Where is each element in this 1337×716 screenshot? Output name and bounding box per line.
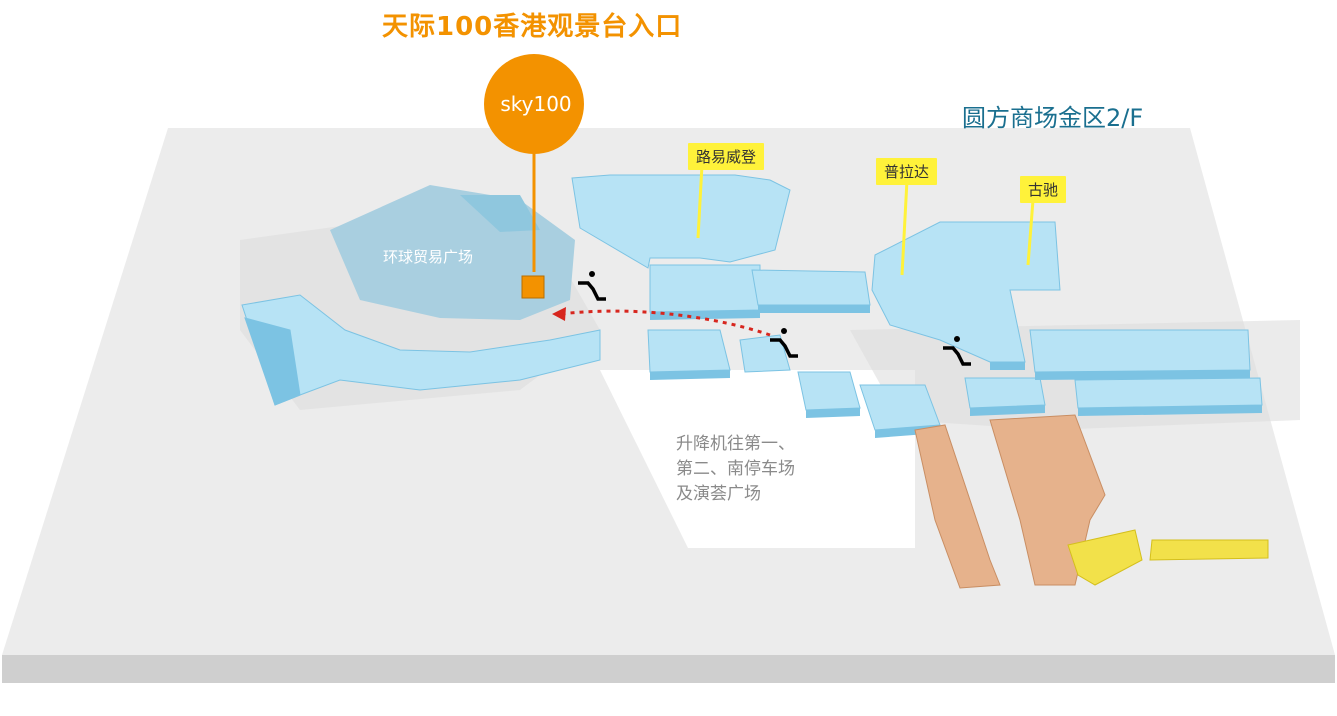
lift-note-line: 第二、南停车场 (676, 459, 795, 479)
page-title: 天际100香港观景台入口 (382, 12, 683, 42)
shop-blocks-blue-edge (650, 305, 1262, 438)
escalator-icon (578, 271, 606, 301)
store-label-louis-vuitton[interactable]: 路易威登 (688, 143, 765, 170)
label-pointers (696, 164, 1035, 276)
icc-building (330, 185, 575, 320)
lift-note-line: 及演荟广场 (676, 484, 761, 504)
store-label-gucci[interactable]: 古驰 (1020, 176, 1067, 203)
route-path (559, 309, 771, 337)
escalator-icon (943, 336, 971, 366)
shop-blocks-yellow (1067, 529, 1269, 586)
sky100-marker-label: sky100 (500, 92, 572, 116)
escalator-icon (770, 328, 798, 358)
lift-note: 升降机往第一、 第二、南停车场 及演荟广场 (676, 432, 846, 507)
lift-note-line: 升降机往第一、 (676, 434, 795, 454)
store-label-prada[interactable]: 普拉达 (876, 158, 938, 185)
floor-label: 圆方商场金区2/F (962, 104, 1144, 132)
entrance-square-icon (521, 275, 545, 299)
shop-blocks-tan (914, 414, 1106, 589)
icc-label: 环球贸易广场 (383, 248, 474, 266)
route-arrowhead (552, 307, 566, 321)
sky100-marker[interactable] (484, 54, 584, 299)
shop-blocks-blue (241, 174, 1263, 431)
